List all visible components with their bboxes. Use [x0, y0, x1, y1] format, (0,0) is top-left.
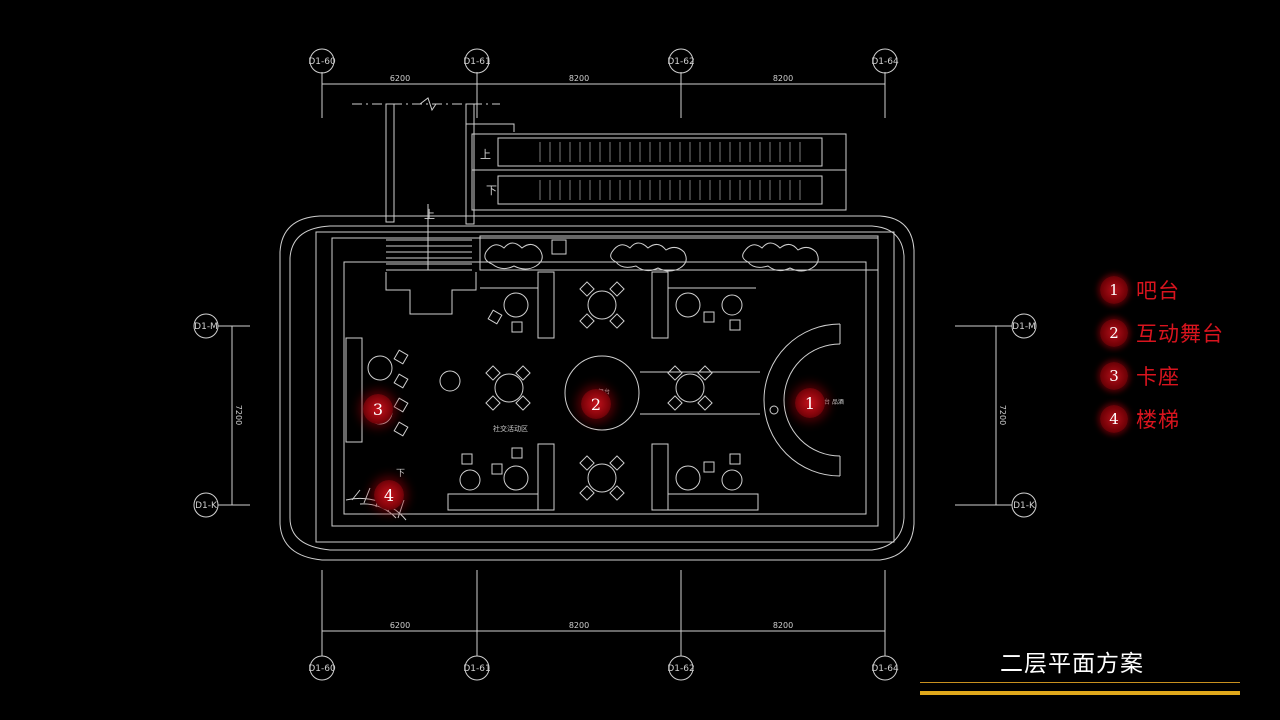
legend-label: 楼梯	[1136, 407, 1180, 432]
legend-badge: 1	[1100, 275, 1128, 304]
escalator-up-label: 上	[480, 148, 491, 161]
title-underline-thick	[920, 691, 1240, 695]
axis-bottom-3: D1-62	[667, 664, 694, 674]
axis-top-1: D1-60	[308, 57, 336, 67]
axis-top-3: D1-62	[667, 57, 694, 67]
axis-top-2: D1-61	[463, 57, 490, 67]
axis-bottom-1: D1-60	[308, 664, 336, 674]
legend-label: 吧台	[1136, 278, 1180, 303]
bar-label: 吧台 品酒	[818, 398, 844, 406]
escalator-down-label: 下	[486, 184, 497, 197]
social-area-label: 社交活动区	[493, 424, 528, 433]
spiral-stair-label: 下	[396, 469, 405, 479]
legend-label: 互动舞台	[1136, 321, 1224, 346]
legend-badge: 4	[1100, 404, 1128, 433]
marker-stage: 2	[581, 389, 611, 419]
page-title: 二层平面方案	[1000, 651, 1144, 677]
legend-label: 卡座	[1136, 364, 1180, 389]
dim-bottom-1: 6200	[390, 621, 410, 630]
axis-bottom-2: D1-61	[463, 664, 490, 674]
legend-item: 3 卡座	[1100, 354, 1224, 397]
legend-item: 1 吧台	[1100, 268, 1224, 311]
dim-left: 7200	[234, 405, 243, 425]
legend-item: 2 互动舞台	[1100, 311, 1224, 354]
axis-top-4: D1-64	[871, 57, 899, 67]
dim-right: 7200	[998, 405, 1007, 425]
title-underline-thin	[920, 682, 1240, 683]
marker-booth: 3	[363, 394, 393, 424]
marker-bar: 1	[795, 388, 825, 418]
axis-bottom-4: D1-64	[871, 664, 899, 674]
axis-right-1: D1-M	[1012, 322, 1036, 332]
marker-stage-number: 2	[590, 394, 602, 414]
dim-top-1: 6200	[390, 74, 410, 83]
axis-left-2: D1-K	[195, 501, 218, 511]
dim-top-3: 8200	[773, 74, 793, 83]
axis-left-1: D1-M	[194, 322, 218, 332]
marker-booth-number: 3	[372, 399, 384, 419]
legend-badge: 3	[1100, 361, 1128, 390]
dim-bottom-3: 8200	[773, 621, 793, 630]
axis-right-2: D1-K	[1013, 501, 1036, 511]
marker-stairs-number: 4	[383, 485, 395, 505]
legend-item: 4 楼梯	[1100, 397, 1224, 440]
marker-bar-number: 1	[804, 393, 816, 413]
dim-bottom-2: 8200	[569, 621, 589, 630]
stair-up-label: 上	[424, 208, 435, 221]
legend: 1 吧台 2 互动舞台 3 卡座 4 楼梯	[1100, 268, 1224, 440]
legend-badge: 2	[1100, 318, 1128, 347]
marker-stairs: 4	[374, 480, 404, 510]
dim-top-2: 8200	[569, 74, 589, 83]
